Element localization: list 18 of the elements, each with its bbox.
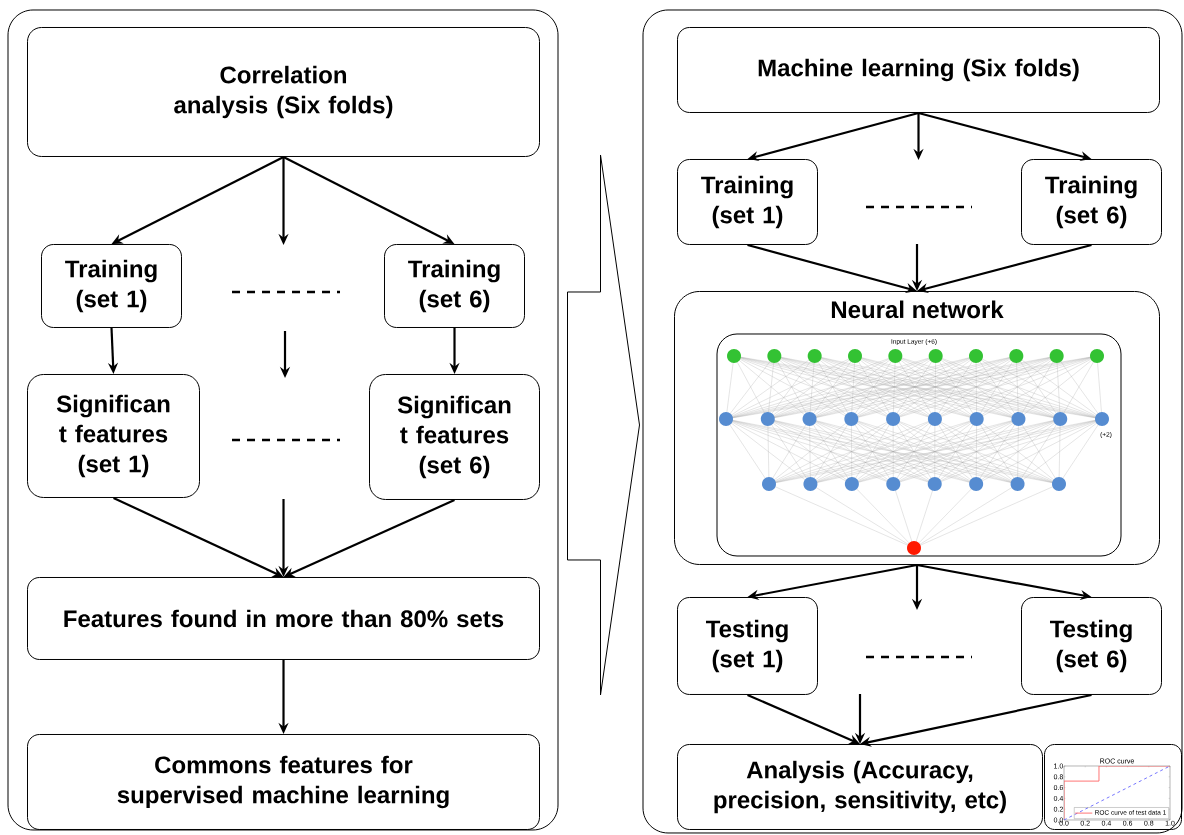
process-box: Testing (set 1): [677, 597, 818, 695]
panel-frame: [642, 9, 1183, 834]
process-box: Correlation analysis (Six folds): [27, 27, 540, 157]
process-box: Testing (set 6): [1021, 597, 1162, 695]
process-box: Significan t features (set 6): [369, 374, 540, 500]
chart-frame: [1044, 744, 1182, 830]
process-box: Analysis (Accuracy, precision, sensitivity, etc): [677, 744, 1043, 830]
process-box: Training (set 6): [384, 244, 525, 328]
process-box: Training (set 1): [677, 159, 818, 245]
process-box: Machine learning (Six folds): [677, 27, 1160, 113]
chevron-arrow: [567, 154, 640, 696]
process-box: Training (set 6): [1021, 159, 1162, 245]
neural-network-drawing: [716, 333, 1122, 557]
process-box: Commons features for supervised machine learning: [27, 734, 540, 830]
process-box: Features found in more than 80% sets: [27, 577, 540, 660]
panel-frame: [7, 9, 559, 831]
process-box: Training (set 1): [41, 244, 182, 328]
process-box: Significan t features (set 1): [27, 374, 200, 498]
